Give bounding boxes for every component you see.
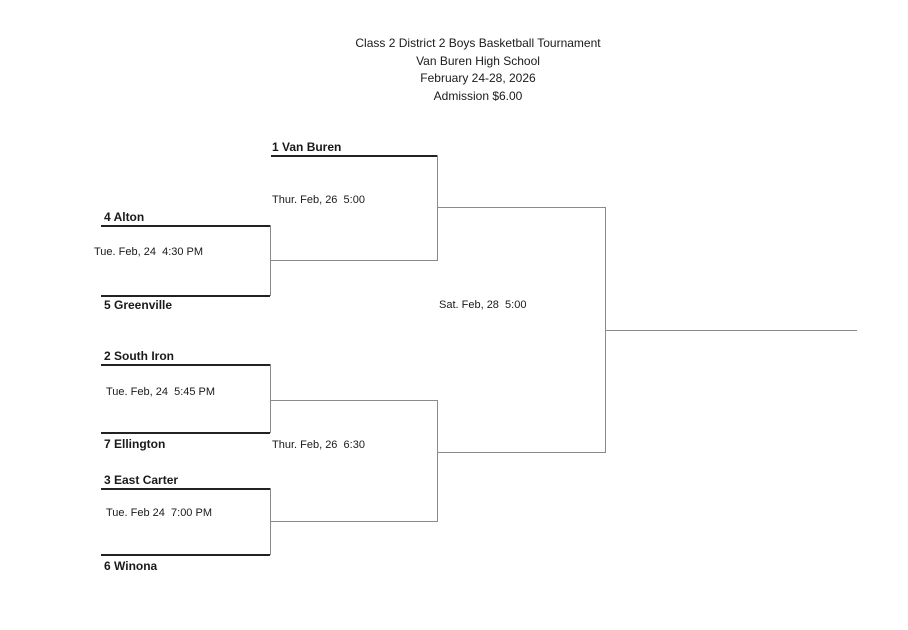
team-alton: 4 Alton bbox=[104, 210, 145, 224]
match2-vertical-connector bbox=[270, 364, 271, 433]
team-east-carter: 3 East Carter bbox=[104, 473, 179, 487]
van-buren-line bbox=[271, 155, 437, 157]
greenville-line bbox=[101, 295, 270, 297]
team-ellington: 7 Ellington bbox=[104, 437, 166, 451]
team-south-iron: 2 South Iron bbox=[104, 349, 174, 363]
ellington-line bbox=[101, 432, 270, 434]
semifinal2-vertical-connector bbox=[437, 400, 438, 522]
winona-line bbox=[101, 554, 270, 556]
tournament-title: Class 2 District 2 Boys Basketball Tourn… bbox=[355, 36, 601, 50]
east-carter-line bbox=[101, 488, 270, 490]
match2-winner-line bbox=[270, 400, 437, 401]
semifinal2-winner-line bbox=[437, 452, 605, 453]
team-van-buren: 1 Van Buren bbox=[272, 140, 342, 154]
final-time: Sat. Feb, 28 5:00 bbox=[439, 299, 527, 311]
semifinal1-winner-line bbox=[437, 207, 605, 208]
alton-line bbox=[101, 225, 270, 227]
tournament-admission: Admission $6.00 bbox=[433, 88, 523, 103]
tournament-venue: Van Buren High School bbox=[416, 53, 540, 68]
semifinal2-time: Thur. Feb, 26 6:30 bbox=[272, 439, 365, 451]
tournament-dates: February 24-28, 2026 bbox=[420, 71, 536, 86]
match1-winner-line bbox=[270, 260, 437, 261]
team-greenville: 5 Greenville bbox=[104, 298, 173, 312]
south-iron-line bbox=[101, 364, 270, 366]
match3-winner-line bbox=[270, 521, 437, 522]
team-winona: 6 Winona bbox=[104, 559, 158, 573]
quarterfinal1-time: Tue. Feb, 24 4:30 PM bbox=[94, 246, 204, 258]
champion-line bbox=[605, 330, 857, 331]
semifinal1-time: Thur. Feb, 26 5:00 bbox=[272, 194, 365, 206]
quarterfinal3-time: Tue. Feb 24 7:00 PM bbox=[106, 507, 212, 519]
quarterfinal2-time: Tue. Feb, 24 5:45 PM bbox=[106, 386, 216, 398]
semifinal1-vertical-connector bbox=[437, 155, 438, 261]
tournament-header: Class 2 District 2 Boys Basketball Tourn… bbox=[48, 35, 908, 105]
